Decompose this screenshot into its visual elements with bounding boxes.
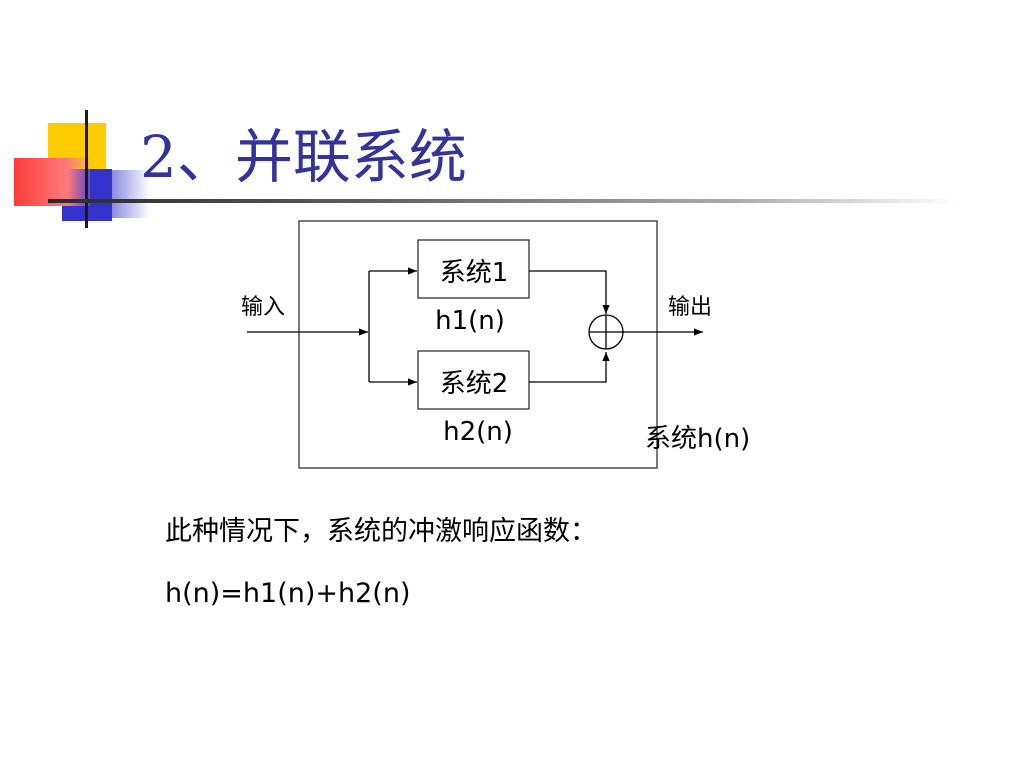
- red-bar-decoration: [14, 158, 90, 206]
- system1-label: 系统1: [440, 258, 509, 288]
- equation-text: h(n)=h1(n)+h2(n): [165, 578, 411, 609]
- system2-output-line: [529, 352, 610, 383]
- output-label: 输出: [668, 295, 712, 320]
- horizontal-line-decoration: [48, 199, 958, 203]
- description-text: 此种情况下，系统的冲激响应函数：: [165, 516, 597, 547]
- system1-response-label: h1(n): [435, 306, 505, 336]
- vertical-line-decoration: [85, 110, 88, 228]
- overall-system-label: 系统h(n): [645, 424, 750, 454]
- system2-response-label: h2(n): [443, 417, 513, 447]
- slide-title: 2、并联系统: [140, 123, 467, 191]
- system1-output-line: [529, 270, 610, 314]
- system2-label: 系统2: [440, 369, 509, 399]
- input-label: 输入: [241, 295, 285, 320]
- system2-box: [417, 350, 530, 410]
- blue-bar-fade-decoration: [90, 170, 150, 218]
- overall-system-box: [298, 220, 658, 469]
- system1-box: [417, 239, 530, 299]
